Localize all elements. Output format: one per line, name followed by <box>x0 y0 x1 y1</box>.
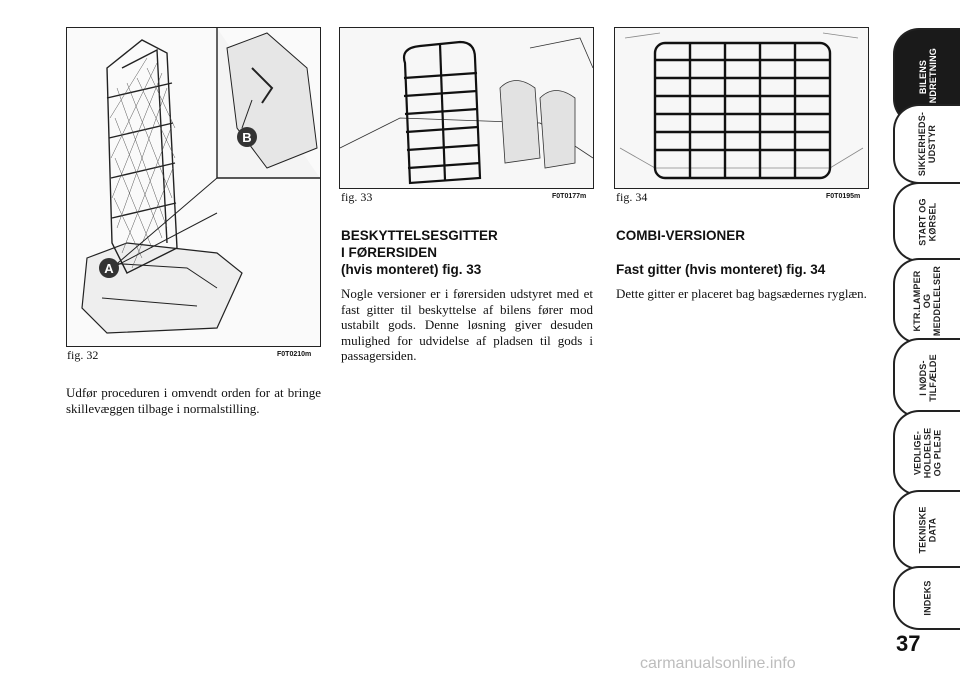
figure-32-image: A B <box>66 27 321 347</box>
figure-33-image <box>339 27 594 189</box>
tab-vedligeholdelse[interactable]: VEDLIGE- HOLDELSE OG PLEJE <box>893 410 960 496</box>
figure-33-code: F0T0177m <box>552 193 587 200</box>
watermark: carmanualsonline.info <box>640 655 796 672</box>
partition-cage-illustration: A B <box>67 28 320 346</box>
figure-34-caption: fig. 34 <box>616 190 648 204</box>
figure-32-code: F0T0210m <box>277 351 312 358</box>
fixed-grille-illustration <box>615 28 868 188</box>
label-b: B <box>242 130 251 145</box>
tab-tekniske-data[interactable]: TEKNISKE DATA <box>893 490 960 570</box>
driver-side-grille-illustration <box>340 28 593 188</box>
figure-34-image <box>614 27 869 189</box>
right-heading: COMBI-VERSIONER <box>616 228 746 243</box>
figure-32-caption: fig. 32 <box>67 348 99 362</box>
middle-heading-line3: (hvis monteret) fig. 33 <box>341 262 482 277</box>
tab-start-og-korsel[interactable]: START OG KØRSEL <box>893 182 960 262</box>
tab-label: BILENS INDRETNING <box>917 47 938 106</box>
tab-sikkerhedsudstyr[interactable]: SIKKERHEDS- UDSTYR <box>893 104 960 184</box>
tab-ktr-lamper[interactable]: KTR.LAMPER OG MEDDELELSER <box>893 258 960 344</box>
page-number: 37 <box>896 631 921 656</box>
tab-label: SIKKERHEDS- UDSTYR <box>917 111 938 177</box>
tab-i-nodstilfaelde[interactable]: I NØDS- TILFÆLDE <box>893 338 960 418</box>
tab-label: I NØDS- TILFÆLDE <box>917 354 938 402</box>
tab-label: KTR.LAMPER OG MEDDELELSER <box>912 265 943 337</box>
left-paragraph: Udfør proceduren i omvendt orden for at … <box>66 385 321 416</box>
right-paragraph: Dette gitter er placeret bag bagsædernes… <box>616 286 867 301</box>
middle-heading-line1: BESKYTTELSESGITTER <box>341 228 498 243</box>
tab-label: INDEKS <box>922 580 933 616</box>
figure-34-code: F0T0195m <box>826 193 861 200</box>
right-subheading: Fast gitter (hvis monteret) fig. 34 <box>616 262 826 277</box>
tab-label: VEDLIGE- HOLDELSE OG PLEJE <box>912 427 943 479</box>
figure-33-caption: fig. 33 <box>341 190 373 204</box>
tab-label: TEKNISKE DATA <box>917 506 938 554</box>
tab-indeks[interactable]: INDEKS <box>893 566 960 630</box>
tab-label: START OG KØRSEL <box>917 198 938 246</box>
middle-heading-line2: I FØRERSIDEN <box>341 245 438 260</box>
label-a: A <box>104 261 114 276</box>
middle-paragraph: Nogle versioner er i førersiden udstyret… <box>341 286 593 363</box>
